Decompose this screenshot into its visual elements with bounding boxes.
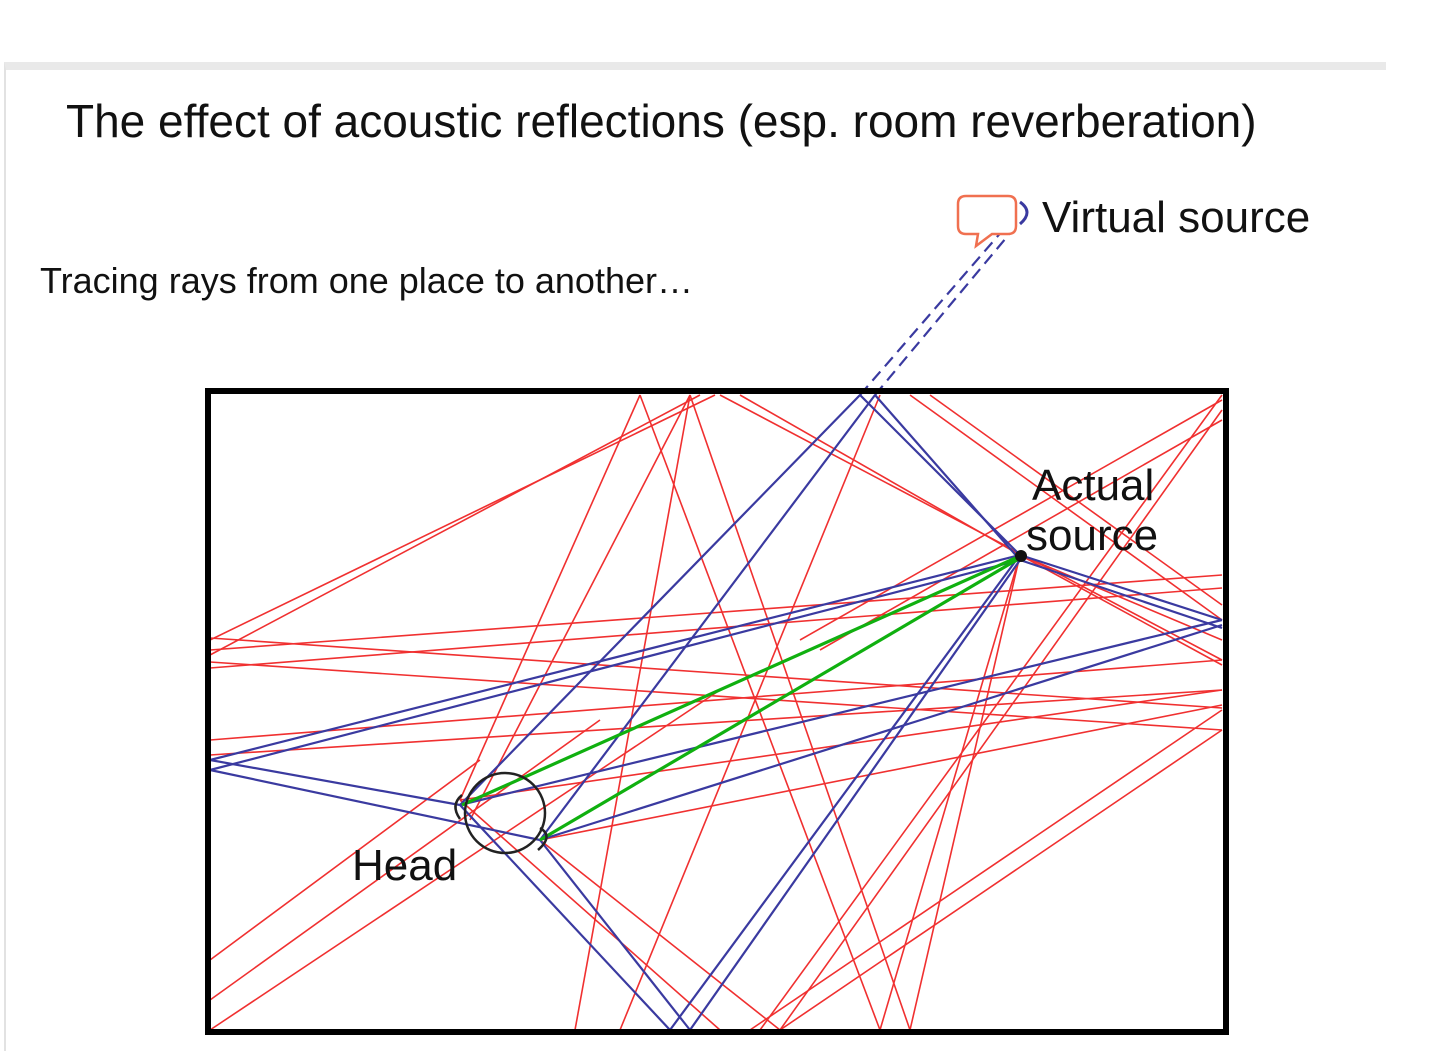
- reverb-ray: [574, 394, 691, 1031]
- reverb-ray: [469, 394, 691, 821]
- reverb-ray: [209, 394, 701, 656]
- actual-source-label-line1: Actual: [1032, 461, 1154, 510]
- reverb-ray: [739, 394, 1021, 556]
- reverb-ray: [209, 689, 721, 1031]
- reflection-ray: [209, 558, 1021, 772]
- reflection-ray: [689, 559, 1021, 1031]
- reverb-ray: [209, 574, 1223, 651]
- reflection-ray: [669, 554, 1021, 1031]
- actual-source-label-line2: source: [1026, 511, 1158, 560]
- virtual-source-label: Virtual source: [1042, 193, 1310, 242]
- reverb-ray: [209, 719, 601, 1001]
- reverb-ray: [819, 419, 1223, 651]
- reflection-ray: [209, 553, 1021, 762]
- reverb-ray: [929, 394, 1223, 606]
- actual-source-dot: [1015, 550, 1027, 562]
- reflection-ray: [539, 839, 691, 1031]
- reverb-ray: [749, 709, 1223, 1031]
- reflection-ray: [459, 394, 861, 806]
- room-outline: [205, 388, 1229, 1035]
- reflection-ray: [459, 618, 1223, 807]
- head-circle-icon: [454, 771, 548, 855]
- reverb-ray: [779, 409, 1223, 1031]
- reverb-ray: [539, 839, 781, 1031]
- reverb-rays: [209, 394, 1223, 1031]
- slide-subtitle: Tracing rays from one place to another…: [40, 260, 693, 301]
- reverb-ray: [209, 637, 1223, 709]
- reflection-ray: [1019, 558, 1223, 630]
- top-bar: [0, 0, 1440, 62]
- reflection-ray: [859, 394, 1021, 556]
- virtual-source-marker: [1018, 200, 1029, 226]
- reflection-ray: [209, 768, 541, 842]
- reflection-ray: [539, 623, 1223, 842]
- reverb-ray: [619, 394, 881, 1031]
- reverb-ray: [209, 394, 716, 641]
- reverb-ray: [209, 759, 481, 961]
- first-reflection-rays: [209, 394, 1223, 1031]
- speech-bubble-icon: [956, 194, 1018, 249]
- head-label: Head: [352, 841, 457, 890]
- reverb-ray: [759, 394, 1223, 1031]
- reflection-ray: [539, 394, 876, 841]
- reverb-ray: [1019, 554, 1223, 641]
- reverb-ray: [779, 729, 1223, 1031]
- reverb-ray: [459, 394, 641, 801]
- reverb-ray: [209, 661, 1223, 731]
- virtual-source-rays: [859, 221, 1017, 396]
- reflection-ray: [459, 804, 671, 1031]
- reverb-ray: [209, 587, 1223, 669]
- reflection-ray: [874, 394, 1021, 561]
- reverb-ray: [909, 554, 1021, 1031]
- reverb-ray: [909, 394, 1223, 621]
- reverb-ray: [689, 394, 911, 1031]
- reverb-ray: [459, 799, 721, 1031]
- reflection-ray: [1019, 553, 1223, 622]
- reverb-ray: [539, 704, 1223, 841]
- reflection-ray: [209, 758, 461, 807]
- reverb-ray: [1019, 554, 1223, 666]
- reverb-ray: [799, 399, 1223, 641]
- direct-path: [461, 554, 1021, 842]
- reverb-ray: [209, 689, 1223, 756]
- slide-title: The effect of acoustic reflections (esp.…: [66, 95, 1257, 147]
